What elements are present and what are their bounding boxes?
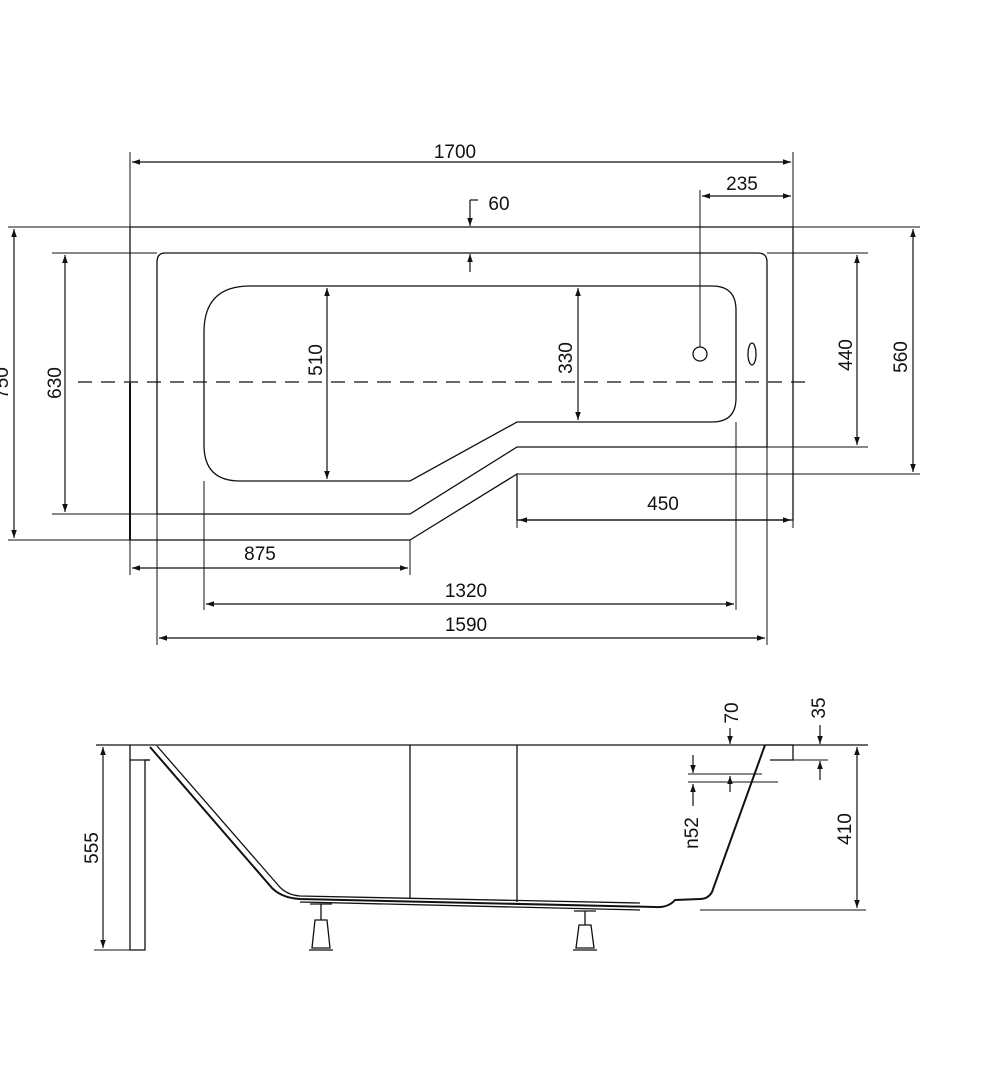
foot-right	[573, 910, 597, 951]
dim-overall-height: 555	[82, 832, 103, 864]
outer-outline	[129, 226, 794, 541]
dim-overflow-hole: n52	[682, 817, 703, 849]
dim-wide-length: 875	[244, 544, 276, 565]
right-rim	[765, 744, 794, 761]
dim-rim: 60	[488, 194, 509, 215]
overflow-slot	[747, 342, 757, 366]
dim-inner-width: 630	[45, 367, 66, 399]
dim-basin-depth: 410	[835, 813, 856, 845]
dim-rim-thickness: 35	[809, 697, 830, 718]
dim-basin-width-wide: 510	[306, 344, 327, 376]
dim-narrow-length: 450	[647, 494, 679, 515]
end-panel	[129, 745, 150, 951]
dim-narrow-width-inner: 440	[836, 339, 857, 371]
basin-outline	[203, 285, 737, 482]
dim-overflow-top: 70	[722, 702, 743, 723]
side-view: 555 410 35 70 n52	[82, 697, 868, 951]
foot-left	[309, 903, 333, 951]
dim-basin-length: 1320	[445, 581, 487, 602]
top-view: 1700 235 60 750 630 510 330 440	[0, 142, 920, 645]
tub-shell-outer	[149, 744, 766, 909]
dim-basin-width-narrow: 330	[556, 342, 577, 374]
inner-rim-outline	[156, 252, 768, 515]
dim-overall-width: 750	[0, 367, 13, 399]
dim-overall-length: 1700	[434, 142, 476, 163]
drain-circle	[692, 346, 708, 362]
dim-waste-offset: 235	[726, 174, 758, 195]
dim-inner-length: 1590	[445, 615, 487, 636]
dim-narrow-width-outer: 560	[891, 341, 912, 373]
tub-shell-inner	[156, 745, 641, 904]
